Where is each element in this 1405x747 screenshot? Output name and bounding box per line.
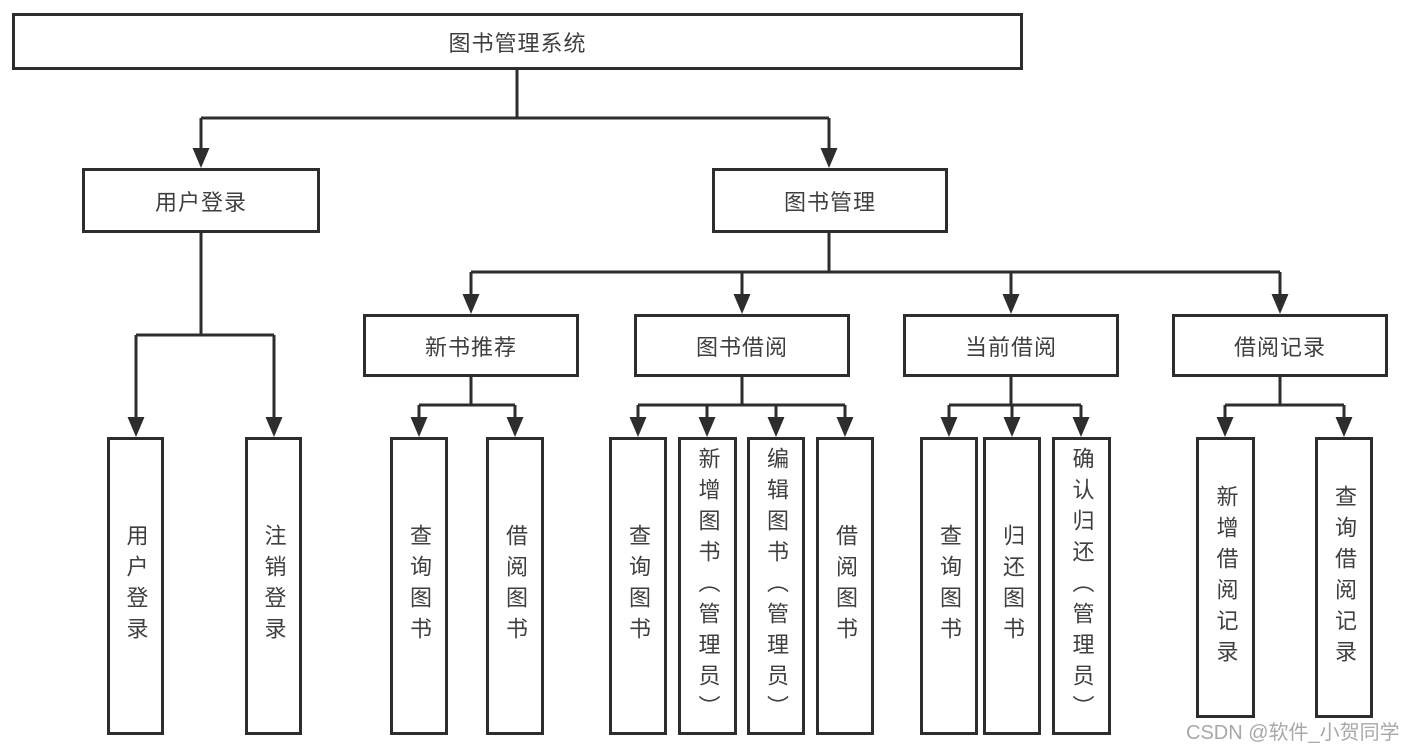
node-current-borrowing: 当前借阅 — [903, 314, 1119, 377]
node-book-borrowing: 图书借阅 — [634, 314, 850, 377]
leaf-query-borrow-record: 查询借阅记录 — [1315, 437, 1373, 718]
node-user-login: 用户登录 — [82, 168, 320, 233]
leaf-return-book: 归还图书 — [983, 437, 1041, 735]
node-root-system-label: 图书管理系统 — [448, 30, 587, 56]
leaf-add-borrow-record: 新增借阅记录 — [1196, 437, 1255, 718]
node-new-book-recommend: 新书推荐 — [363, 314, 579, 377]
node-borrowing-records: 借阅记录 — [1172, 314, 1388, 377]
leaf-query-books-current: 查询图书 — [920, 437, 978, 735]
leaf-add-book-admin: 新增图书（管理员） — [678, 437, 737, 735]
leaf-borrow-books-recommend: 借阅图书 — [486, 437, 544, 735]
node-book-borrowing-label: 图书借阅 — [695, 334, 788, 360]
leaf-edit-book-admin: 编辑图书（管理员） — [747, 437, 805, 735]
node-user-login-label: 用户登录 — [154, 189, 247, 215]
csdn-watermark: CSDN @软件_小贺同学 — [1186, 722, 1400, 744]
node-book-management-label: 图书管理 — [783, 189, 876, 215]
node-new-book-recommend-label: 新书推荐 — [424, 334, 517, 360]
node-book-management: 图书管理 — [712, 168, 948, 233]
arrowheads — [127, 148, 1353, 437]
leaf-user-login: 用户登录 — [107, 437, 164, 735]
leaf-confirm-return-admin: 确认归还（管理员） — [1052, 437, 1111, 735]
node-root-system: 图书管理系统 — [12, 13, 1023, 70]
node-borrowing-records-label: 借阅记录 — [1233, 334, 1326, 360]
leaf-borrow-books-borrowing: 借阅图书 — [816, 437, 874, 735]
node-current-borrowing-label: 当前借阅 — [964, 334, 1057, 360]
leaf-query-books-borrowing: 查询图书 — [609, 437, 667, 735]
leaf-query-books-recommend: 查询图书 — [390, 437, 448, 735]
leaf-logout: 注销登录 — [245, 437, 302, 735]
